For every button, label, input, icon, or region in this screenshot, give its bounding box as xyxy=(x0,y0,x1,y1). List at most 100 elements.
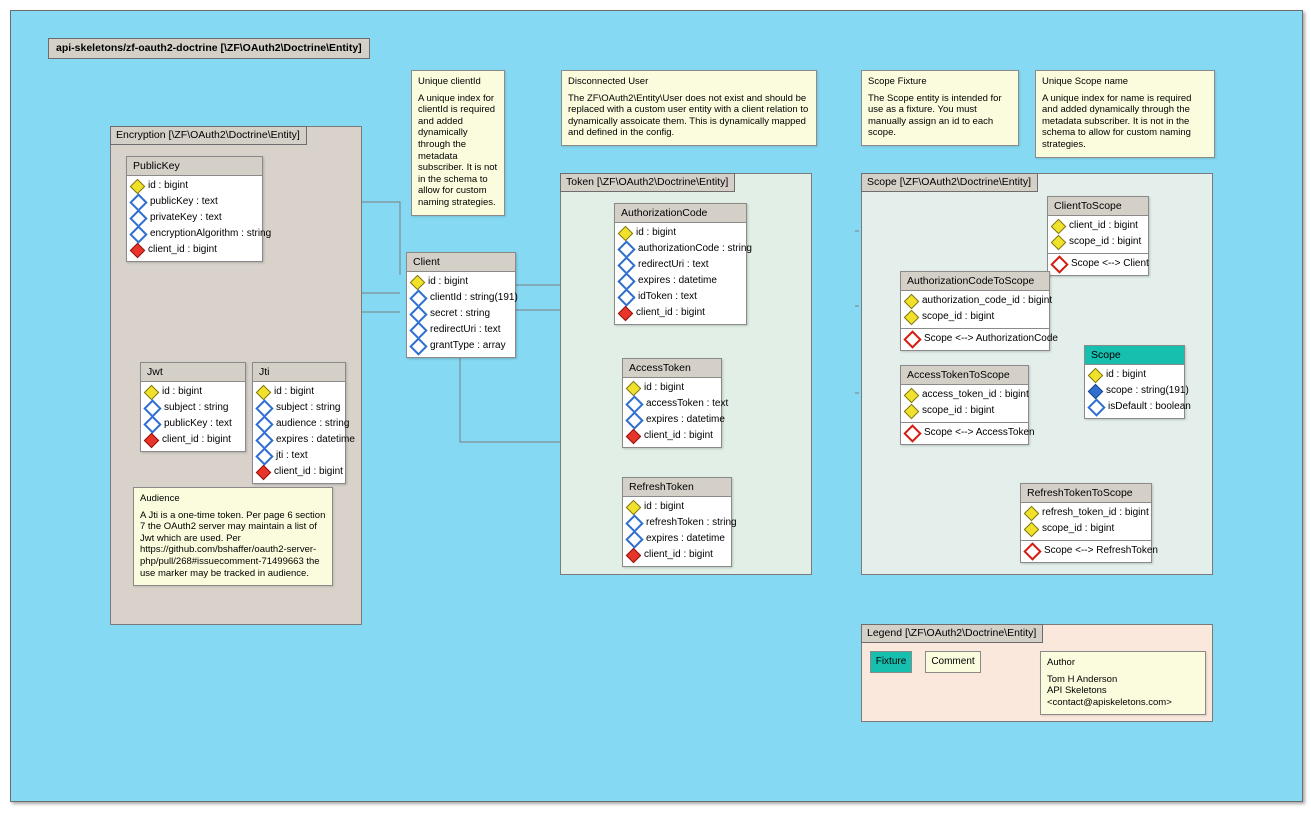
relation-row: Scope <--> Client xyxy=(1048,254,1149,274)
field-label: client_id : bigint xyxy=(162,434,231,445)
field-label: scope_id : bigint xyxy=(922,311,995,322)
diagram-title: api-skeletons/zf-oauth2-doctrine [\ZF\OA… xyxy=(48,38,370,59)
entity-jti[interactable]: Jti id : bigint subject : string audienc… xyxy=(252,362,355,484)
field-row: publicKey : text xyxy=(127,192,262,212)
field-row: refresh_token_id : bigint xyxy=(1021,505,1151,521)
field-row: authorizationCode : string xyxy=(615,239,752,259)
note-audience-title: Audience xyxy=(140,493,180,504)
field-label: client_id : bigint xyxy=(148,244,217,255)
field-row: jti : text xyxy=(253,446,345,466)
field-label: privateKey : text xyxy=(150,212,222,223)
field-row: redirectUri : text xyxy=(615,255,746,275)
field-row: id : bigint xyxy=(623,499,731,515)
relation-row: Scope <--> RefreshToken xyxy=(1021,541,1158,561)
field-label: encryptionAlgorithm : string xyxy=(150,228,272,239)
field-label: publicKey : text xyxy=(164,418,232,429)
entity-jti-fields: id : bigint subject : string audience : … xyxy=(253,382,355,483)
primary-key-icon xyxy=(903,293,920,309)
field-label: expires : datetime xyxy=(638,275,717,286)
field-row: secret : string xyxy=(407,304,515,324)
entity-jwt[interactable]: Jwt id : bigint subject : string publicK… xyxy=(140,362,246,452)
field-label: redirectUri : text xyxy=(638,259,709,270)
field-row: client_id : bigint xyxy=(127,242,262,258)
primary-key-icon xyxy=(903,309,920,325)
primary-key-icon xyxy=(617,225,634,241)
entity-scope[interactable]: Scope id : bigint scope : string(191) is… xyxy=(1084,345,1191,419)
primary-key-icon xyxy=(1087,367,1104,383)
field-row: clientId : string(191) xyxy=(407,288,518,308)
entity-publickey[interactable]: PublicKey id : bigint publicKey : text p… xyxy=(126,156,271,262)
field-row: expires : datetime xyxy=(623,410,725,430)
primary-key-icon xyxy=(625,499,642,515)
entity-refreshtoken[interactable]: RefreshToken id : bigint refreshToken : … xyxy=(622,477,737,567)
field-label: id : bigint xyxy=(1106,369,1147,380)
entity-accesstokentoscope[interactable]: AccessTokenToScope access_token_id : big… xyxy=(900,365,1035,445)
field-row: client_id : bigint xyxy=(623,547,731,563)
field-row: publicKey : text xyxy=(141,414,245,434)
field-row: scope_id : bigint xyxy=(901,309,1049,325)
relation-icon xyxy=(903,329,922,349)
package-encryption-label: Encryption [\ZF\OAuth2\Doctrine\Entity] xyxy=(110,126,307,145)
note-unique-scope-name-title: Unique Scope name xyxy=(1042,76,1129,87)
field-label: jti : text xyxy=(276,450,308,461)
note-disconnected-user-title: Disconnected User xyxy=(568,76,649,87)
field-label: id : bigint xyxy=(274,386,315,397)
note-author-body: Tom H Anderson API Skeletons <contact@ap… xyxy=(1047,673,1172,708)
field-row: subject : string xyxy=(253,398,345,418)
relation-row: Scope <--> AccessToken xyxy=(901,423,1035,443)
field-row: expires : datetime xyxy=(253,430,355,450)
field-icon xyxy=(129,224,148,244)
relation-row: Scope <--> AuthorizationCode xyxy=(901,329,1058,349)
field-label: expires : datetime xyxy=(646,414,725,425)
field-icon xyxy=(1087,383,1104,399)
entity-authorizationcodetoscope-fields: authorization_code_id : bigint scope_id … xyxy=(901,291,1052,328)
field-row: accessToken : text xyxy=(623,394,728,414)
field-label: client_id : bigint xyxy=(1069,220,1138,231)
field-row: refreshToken : string xyxy=(623,513,737,533)
field-label: refresh_token_id : bigint xyxy=(1042,507,1149,518)
field-row: id : bigint xyxy=(407,274,515,290)
field-row: scope_id : bigint xyxy=(1021,521,1151,537)
entity-scope-fields: id : bigint scope : string(191) isDefaul… xyxy=(1085,365,1191,418)
entity-refreshtokentoscope-fields: refresh_token_id : bigint scope_id : big… xyxy=(1021,503,1151,540)
field-row: expires : datetime xyxy=(623,529,731,549)
relation-label: Scope <--> AuthorizationCode xyxy=(924,333,1058,344)
entity-refreshtokentoscope[interactable]: RefreshTokenToScope refresh_token_id : b… xyxy=(1020,483,1158,563)
entity-accesstokentoscope-header: AccessTokenToScope xyxy=(901,366,1028,385)
entity-client[interactable]: Client id : bigint clientId : string(191… xyxy=(406,252,518,358)
field-label: client_id : bigint xyxy=(274,466,343,477)
field-label: grantType : array xyxy=(430,340,506,351)
relation-icon xyxy=(903,423,922,443)
entity-authorizationcodetoscope[interactable]: AuthorizationCodeToScope authorization_c… xyxy=(900,271,1058,351)
field-icon xyxy=(617,287,636,307)
note-author-title: Author xyxy=(1047,657,1075,668)
entity-refreshtokentoscope-relations: Scope <--> RefreshToken xyxy=(1021,540,1158,562)
entity-authorizationcodetoscope-header: AuthorizationCodeToScope xyxy=(901,272,1049,291)
field-row: id : bigint xyxy=(141,384,245,400)
field-row: id : bigint xyxy=(623,380,721,396)
field-label: id : bigint xyxy=(428,276,469,287)
field-row: authorization_code_id : bigint xyxy=(901,293,1052,309)
relation-label: Scope <--> AccessToken xyxy=(924,427,1035,438)
field-row: client_id : bigint xyxy=(1048,218,1148,234)
field-icon xyxy=(1087,397,1106,417)
entity-authorizationcode[interactable]: AuthorizationCode id : bigint authorizat… xyxy=(614,203,752,325)
field-row: scope_id : bigint xyxy=(901,403,1028,419)
note-scope-fixture: Scope Fixture The Scope entity is intend… xyxy=(861,70,1019,146)
foreign-key-icon xyxy=(625,547,642,563)
field-row: idToken : text xyxy=(615,287,746,307)
entity-accesstoken[interactable]: AccessToken id : bigint accessToken : te… xyxy=(622,358,728,448)
entity-clienttoscope[interactable]: ClientToScope client_id : bigint scope_i… xyxy=(1047,196,1149,276)
entity-authorizationcodetoscope-relations: Scope <--> AuthorizationCode xyxy=(901,328,1058,350)
field-row: audience : string xyxy=(253,414,349,434)
note-scope-fixture-body: The Scope entity is intended for use as … xyxy=(868,92,1002,139)
field-row: id : bigint xyxy=(253,384,345,400)
field-label: access_token_id : bigint xyxy=(922,389,1029,400)
field-row: id : bigint xyxy=(127,178,262,194)
foreign-key-icon xyxy=(129,242,146,258)
legend-comment-swatch: Comment xyxy=(925,651,981,673)
primary-key-icon xyxy=(903,403,920,419)
package-legend-label: Legend [\ZF\OAuth2\Doctrine\Entity] xyxy=(861,624,1044,643)
entity-refreshtoken-header: RefreshToken xyxy=(623,478,731,497)
